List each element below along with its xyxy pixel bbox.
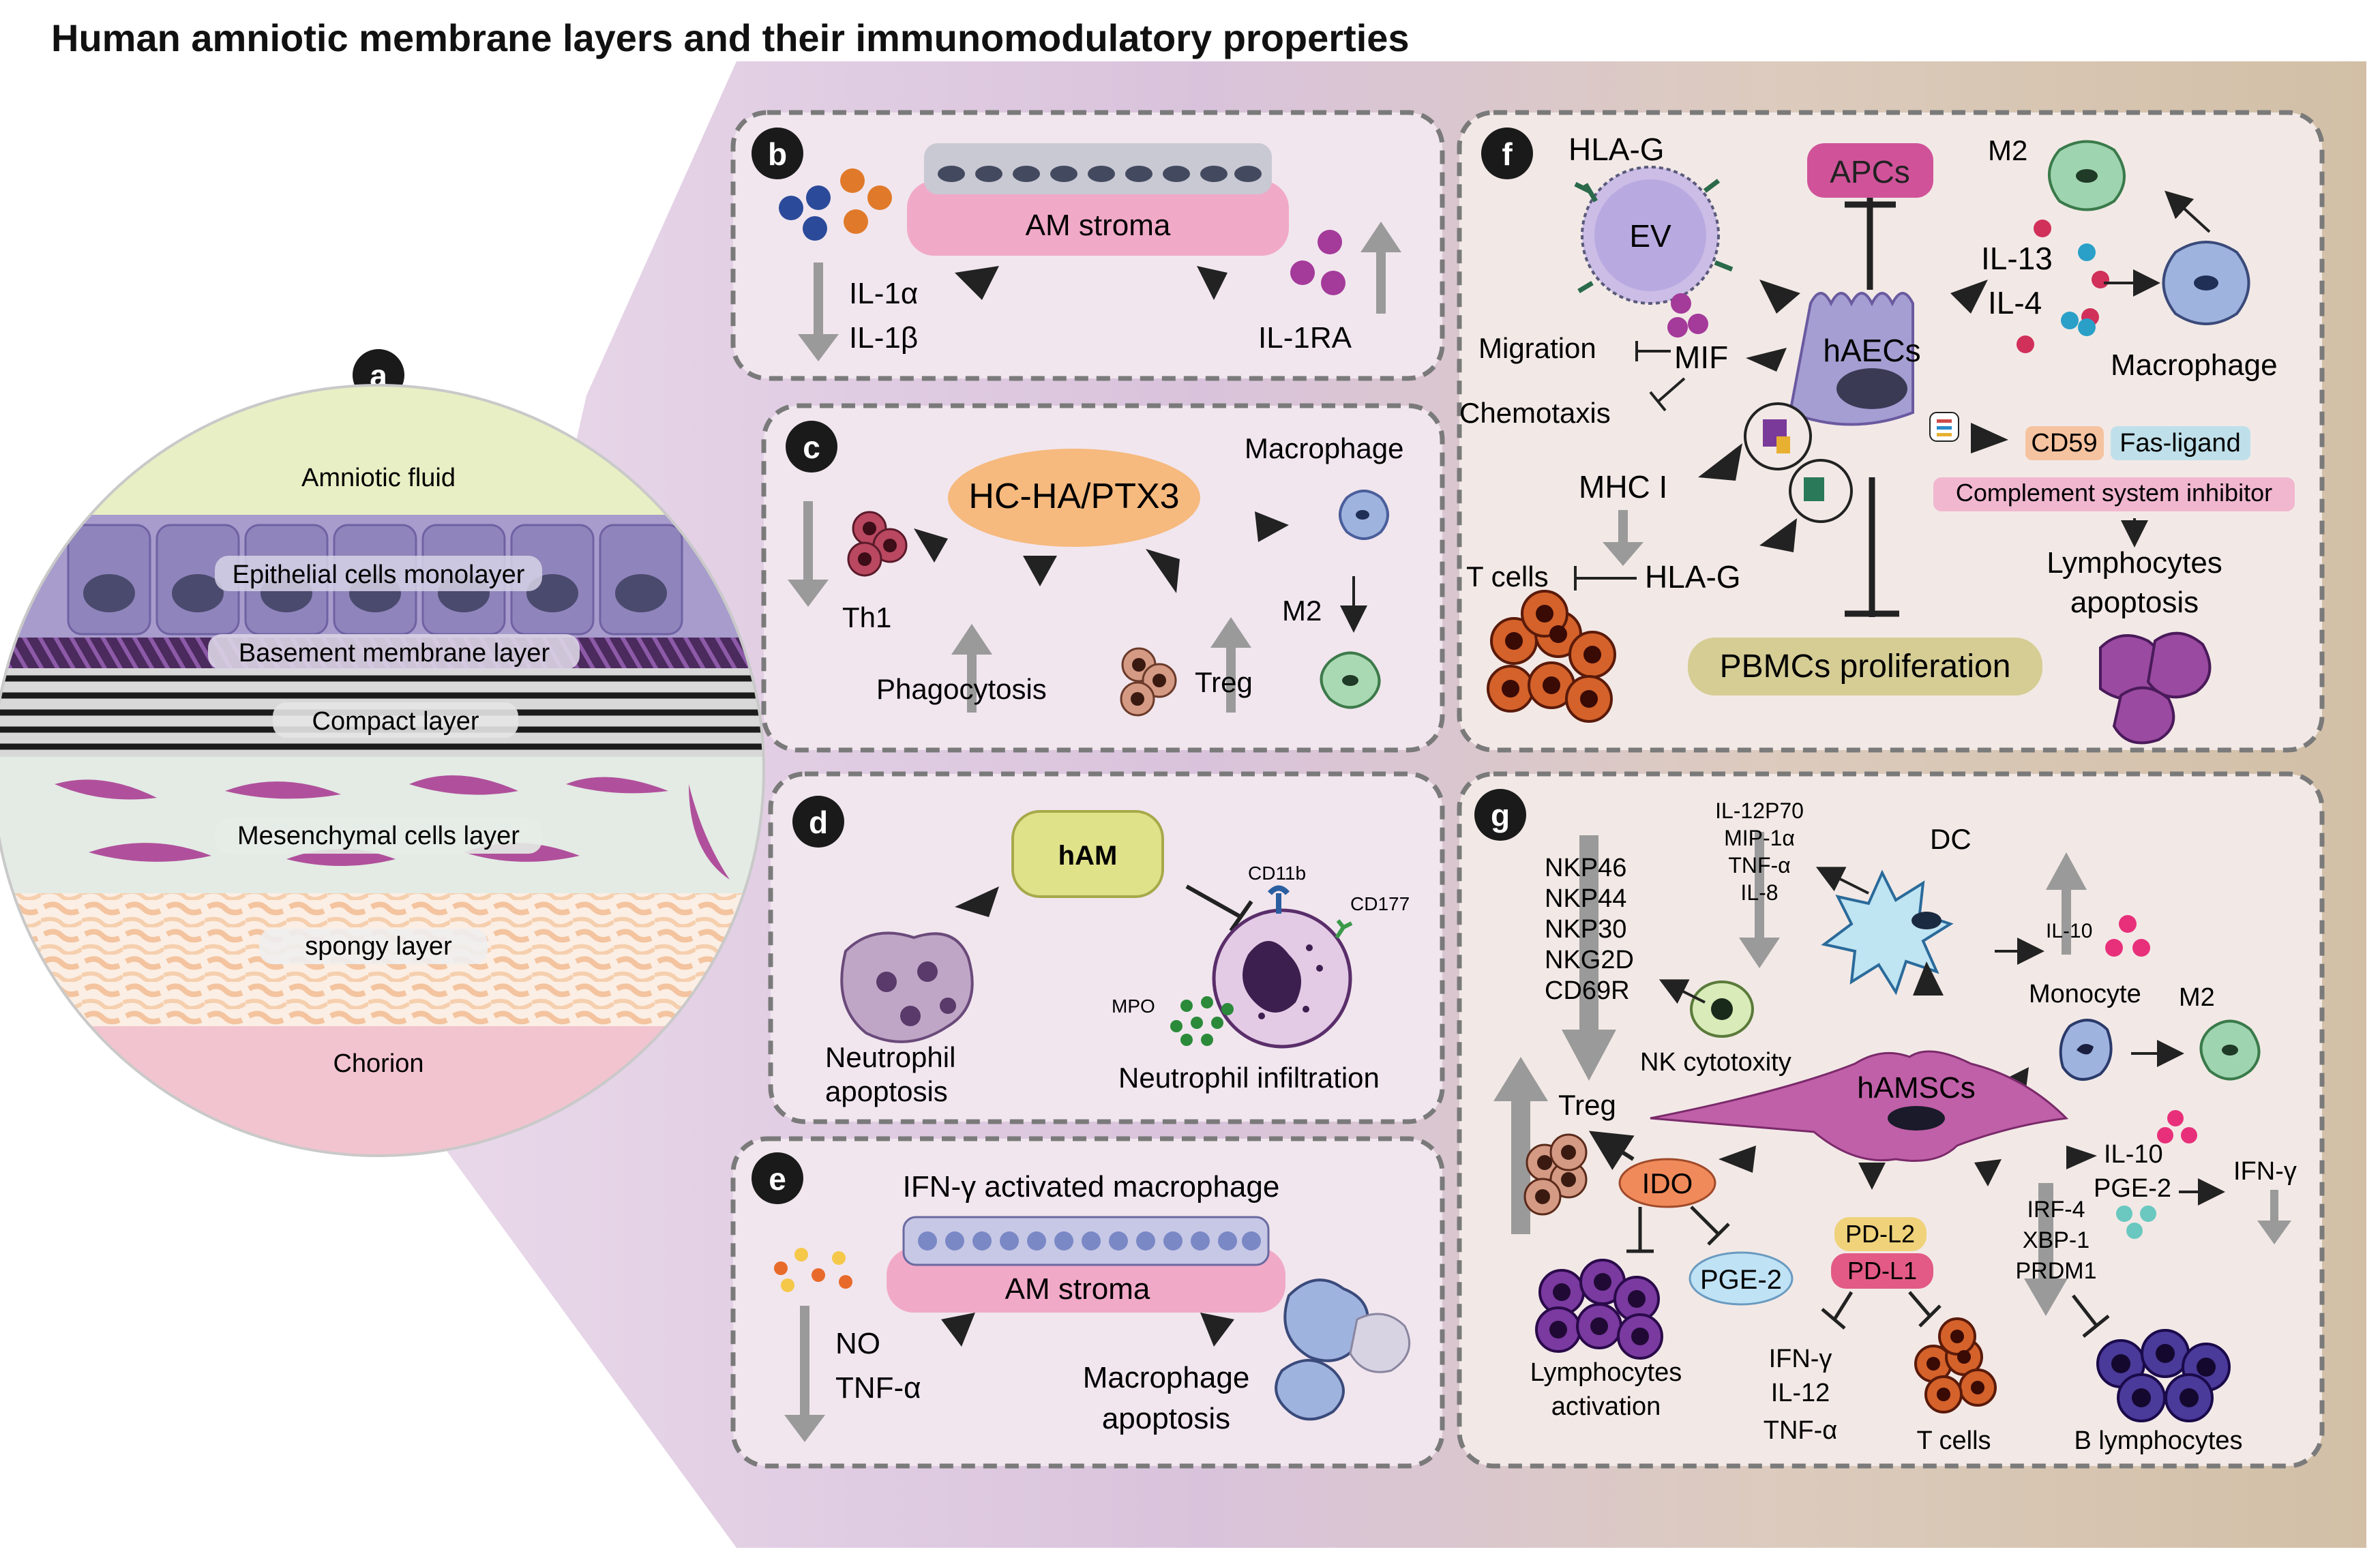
f-cd59: CD59: [2031, 429, 2097, 458]
layer-chorion: Chorion: [333, 1049, 423, 1078]
g-hamscs-label: hAMSCs: [1857, 1071, 1976, 1105]
f-lymph-1: Lymphocytes: [2047, 546, 2222, 580]
panel-c-frame: [761, 403, 1445, 753]
panel-a: a: [0, 349, 765, 1157]
c-phagocytosis-label: Phagocytosis: [876, 673, 1047, 705]
g-irf-3: PRDM1: [2015, 1258, 2096, 1284]
c-th1-label: Th1: [842, 601, 891, 633]
d-apoptosis-1: Neutrophil: [825, 1041, 955, 1073]
f-macrophage-label: Macrophage: [2111, 348, 2278, 382]
g-cytob-3: TNF-α: [1764, 1416, 1838, 1445]
panel-g: g NKP46 NKP44 NKP30 NKG2D CD69R IL-12P70…: [1474, 789, 2297, 1455]
f-haecs-label: hAECs: [1823, 333, 1920, 368]
e-no: NO: [835, 1327, 880, 1360]
panel-b-letter: b: [768, 136, 787, 172]
panel-f: f HLA-G EV APCs M2 IL-13 IL-4 Macrophage…: [1459, 128, 2295, 745]
g-nk-4: NKG2D: [1545, 946, 1634, 974]
panel-c-letter: c: [803, 430, 820, 465]
d-ham-label: hAM: [1058, 841, 1118, 871]
f-pbmc-label: PBMCs proliferation: [1720, 648, 2011, 685]
g-cytob-1: IFN-γ: [1769, 1345, 1832, 1373]
layer-spongy: spongy layer: [305, 932, 452, 961]
g-tcells-label: T cells: [1916, 1426, 1991, 1455]
g-pge2-right: PGE-2: [2094, 1174, 2171, 1203]
g-treg-label: Treg: [1558, 1089, 1616, 1121]
f-mhc-label: MHC I: [1579, 469, 1667, 505]
f-hlag-top: HLA-G: [1568, 132, 1665, 167]
panel-e: e IFN-γ activated macrophage AM stroma N…: [752, 1152, 1411, 1442]
g-ido-label: IDO: [1642, 1167, 1693, 1199]
g-m2-label: M2: [2179, 983, 2215, 1012]
f-il4-label: IL-4: [1988, 285, 2042, 320]
g-cyto-1: IL-12P70: [1715, 798, 1804, 823]
f-tcells: T cells: [1466, 560, 1549, 593]
g-cytob-2: IL-12: [1771, 1379, 1830, 1407]
panel-b: b AM stroma IL-1α IL-1β IL-1RA: [752, 128, 1401, 361]
g-pge2-label: PGE-2: [1700, 1265, 1782, 1295]
layer-amniotic-fluid: Amniotic fluid: [301, 464, 456, 492]
g-lymphact-1: Lymphocytes: [1530, 1358, 1682, 1387]
g-il10-label: IL-10: [2104, 1140, 2163, 1169]
layer-compact: Compact layer: [312, 707, 479, 736]
g-nk-label: NK cytotoxity: [1640, 1048, 1791, 1077]
f-il13-label: IL-13: [1981, 241, 2053, 276]
f-mif-label: MIF: [1674, 340, 1728, 375]
f-migration: Migration: [1478, 332, 1596, 364]
f-fasl: Fas-ligand: [2119, 429, 2240, 458]
g-irf-2: XBP-1: [2023, 1227, 2089, 1253]
c-macrophage-label: Macrophage: [1245, 432, 1403, 464]
layer-mesenchymal: Mesenchymal cells layer: [237, 822, 520, 850]
f-complement: Complement system inhibitor: [1956, 479, 2272, 507]
layer-basement: Basement membrane layer: [239, 639, 550, 668]
figure-title: Human amniotic membrane layers and their…: [51, 16, 1410, 59]
d-cd11b: CD11b: [1248, 863, 1306, 884]
g-cyto-3: TNF-α: [1728, 853, 1790, 878]
g-ifng-label: IFN-γ: [2233, 1157, 2297, 1186]
g-nk-2: NKP44: [1545, 884, 1626, 913]
f-apcs-label: APCs: [1830, 154, 1910, 190]
f-hlag: HLA-G: [1645, 559, 1741, 595]
b-il1b: IL-1β: [849, 321, 918, 355]
e-apoptosis-2: apoptosis: [1102, 1402, 1230, 1435]
layer-epithelial: Epithelial cells monolayer: [233, 560, 525, 589]
f-ev-label: EV: [1629, 218, 1671, 254]
f-lymph-2: apoptosis: [2070, 586, 2199, 619]
c-m2-label: M2: [1282, 595, 1322, 627]
e-apoptosis-1: Macrophage: [1083, 1361, 1250, 1394]
g-irf-1: IRF-4: [2027, 1197, 2085, 1223]
g-nk-1: NKP46: [1545, 854, 1626, 882]
g-blymph-label: B lymphocytes: [2074, 1426, 2242, 1455]
b-il1a: IL-1α: [849, 277, 918, 310]
g-pdl1-label: PD-L1: [1847, 1257, 1917, 1285]
g-dc-label: DC: [1930, 823, 1972, 855]
d-mpo: MPO: [1112, 996, 1155, 1017]
e-top-label: IFN-γ activated macrophage: [903, 1170, 1280, 1203]
c-treg-label: Treg: [1195, 666, 1253, 698]
g-nk-5: CD69R: [1545, 976, 1630, 1005]
b-il1ra: IL-1RA: [1258, 321, 1352, 355]
e-stroma-label: AM stroma: [1005, 1272, 1150, 1306]
c-hcha-label: HC-HA/PTX3: [968, 477, 1179, 516]
e-tnfa: TNF-α: [835, 1371, 921, 1405]
panel-e-letter: e: [769, 1161, 786, 1197]
d-apoptosis-2: apoptosis: [825, 1075, 948, 1107]
b-stroma-label: AM stroma: [1026, 209, 1171, 242]
g-nk-3: NKP30: [1545, 915, 1626, 944]
g-cyto-4: IL-8: [1740, 880, 1778, 905]
panel-f-letter: f: [1502, 136, 1513, 172]
panel-d: d hAM Neutrophil apoptosis CD11b CD177 M…: [792, 796, 1410, 1107]
g-lymphact-2: activation: [1551, 1392, 1661, 1421]
d-infiltration: Neutrophil infiltration: [1118, 1062, 1380, 1094]
g-monocyte-label: Monocyte: [2029, 980, 2141, 1008]
panel-g-letter: g: [1491, 798, 1510, 833]
g-pdl2-label: PD-L2: [1845, 1220, 1915, 1248]
panel-d-letter: d: [809, 805, 828, 840]
panel-c: c HC-HA/PTX3 Macrophage M2 Th1 Phagocyto…: [786, 421, 1403, 717]
f-m2-label: M2: [1988, 134, 2027, 166]
d-cd177: CD177: [1350, 893, 1410, 914]
f-chemotaxis: Chemotaxis: [1459, 397, 1611, 429]
g-cyto-2: MIP-1α: [1724, 826, 1795, 850]
g-il10-small: IL-10: [2046, 920, 2092, 942]
